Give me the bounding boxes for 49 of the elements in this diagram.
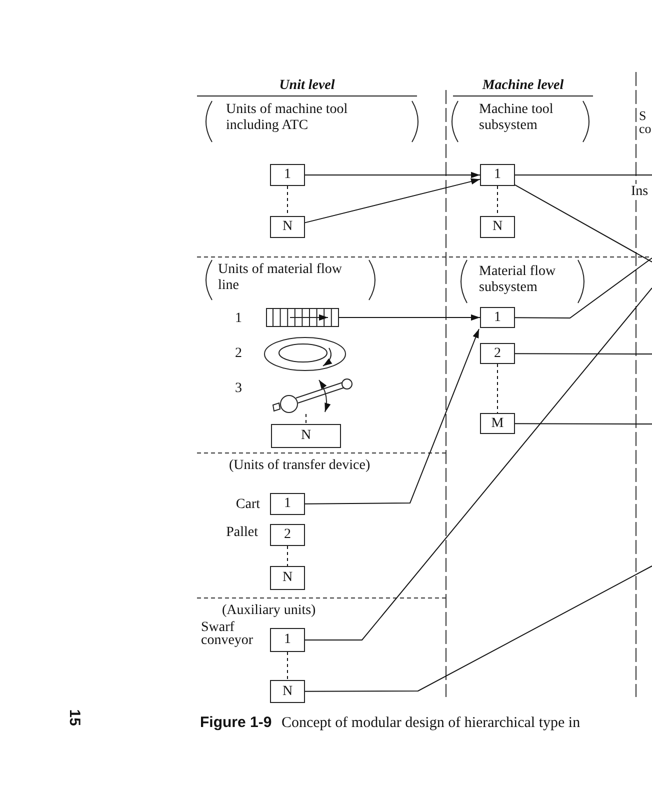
arrow [304,328,480,504]
level-heading: Unit level [278,78,336,94]
text-label: (Auxiliary units) [222,603,316,620]
arm-drawing [272,376,354,414]
unit-box: N [270,216,305,238]
unit-label: 3 [235,381,242,398]
unit-label: Cart [236,497,260,514]
unit-label: Swarf conveyor [201,621,254,648]
connector-line [514,423,652,424]
text-label: Units of material flow line [218,262,343,294]
unit-box: 2 [480,343,515,364]
text-label: Machine tool subsystem [479,102,554,134]
loop-drawing [263,336,347,372]
unit-box: 2 [270,524,305,546]
dashed-connector [287,652,288,680]
unit-box: N [270,566,305,590]
dashed-connector [497,364,498,414]
figure-caption: Figure 1-9 Concept of modular design of hierarchical type in [200,714,580,732]
text-label: S [639,109,646,122]
unit-box: 1 [270,628,305,652]
text-label: Material flow subsystem [479,264,557,296]
unit-box: M [480,413,515,434]
unit-box: 1 [480,307,515,328]
unit-box: N [271,424,341,448]
connector-line [304,288,652,640]
unit-box: 1 [270,493,305,515]
connector-line [514,184,652,262]
connector-line [514,174,652,176]
unit-box: N [480,216,515,238]
connector-line [514,353,652,354]
arrow [338,314,480,321]
text-label: (Units of transfer device) [229,458,370,474]
unit-label: 2 [235,346,242,362]
text-label: Units of machine tool including ATC [226,102,349,134]
text-label: co [639,122,652,135]
arrow [304,172,480,178]
unit-label: Pallet [226,525,258,542]
unit-box: 1 [270,164,305,186]
unit-box: 1 [480,164,515,186]
connector-line [304,566,652,692]
page-number: 15 [66,709,83,726]
unit-label: 1 [235,311,242,328]
dashed-connector [287,546,288,566]
level-heading: Machine level [481,78,565,94]
arrow [304,178,480,224]
conveyor-drawing [266,308,339,327]
text-label: Ins [631,184,648,200]
unit-box: N [270,680,305,703]
connector-line [514,258,652,318]
